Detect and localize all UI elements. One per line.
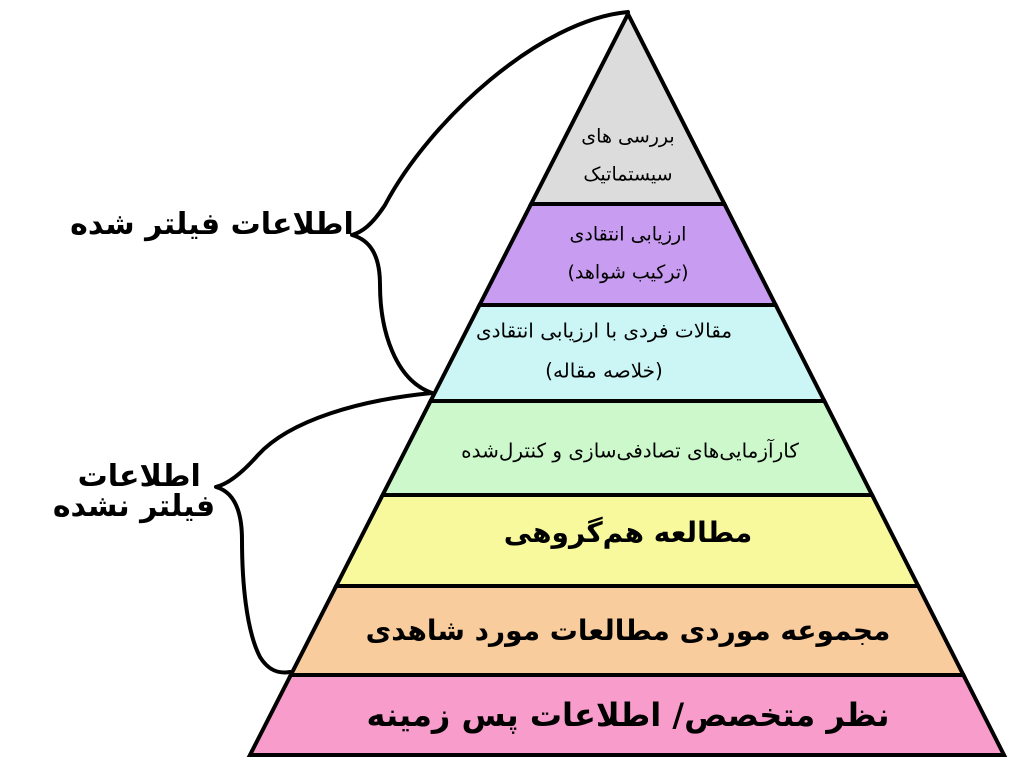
- unfiltered-label: اطلاعات فیلتر نشده: [53, 459, 215, 524]
- pyramid-level-2-text: ارزیابی انتقادی: [570, 224, 687, 246]
- unfiltered-label-line-1: اطلاعات: [78, 459, 201, 494]
- pyramid-level-1-text: سیستماتیک: [583, 164, 672, 186]
- filtered-brace: [350, 10, 630, 395]
- pyramid-level-3-text: مقالات فردی با ارزیابی انتقادی: [476, 319, 732, 343]
- pyramid-level-6-text: مجموعه موردی مطالعات مورد شاهدی: [366, 614, 891, 647]
- pyramid-level-3-text: (خلاصه مقاله): [545, 359, 663, 383]
- filtered-label: اطلاعات فیلتر شده: [70, 207, 354, 242]
- pyramid-level-7: [246, 673, 1008, 757]
- pyramid-level-2: [476, 202, 779, 307]
- pyramid-level-1-text: بررسی های: [581, 126, 674, 148]
- pyramid-level-4-text: کارآزمایی‌های تصادفی‌سازی و کنترل‌شده: [461, 438, 799, 463]
- pyramid-level-5-text: مطالعه هم‌گروهی: [504, 516, 752, 549]
- pyramid-level-7-text: نظر متخصص/ اطلاعات پس زمینه: [367, 696, 890, 734]
- pyramid-level-2-text: (ترکیب شواهد): [567, 262, 688, 284]
- pyramid-layers: بررسی های سیستماتیک ارزیابی انتقادی (ترکیب …: [246, 9, 1008, 757]
- unfiltered-label-line-2: فیلتر نشده: [53, 489, 215, 524]
- unfiltered-brace: [214, 391, 434, 675]
